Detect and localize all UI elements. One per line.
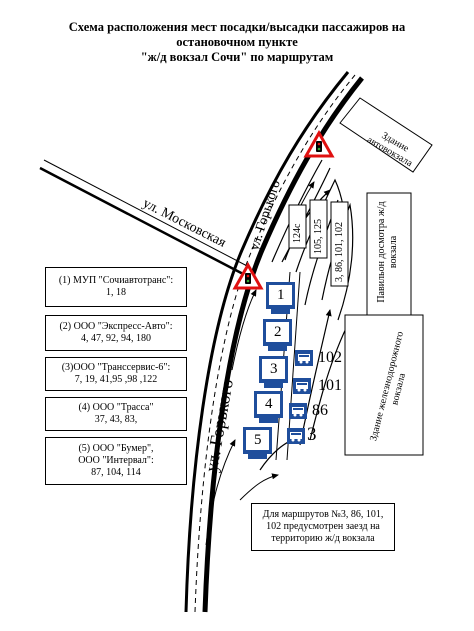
moskovskaya-street	[39, 159, 252, 278]
bus-icon	[295, 350, 313, 366]
carrier-box-3: (3)ООО "Транссервис-6": 7, 19, 41,95 ,98…	[45, 357, 187, 391]
side-bus-icons	[287, 350, 313, 444]
bus-station-building	[339, 97, 433, 173]
side-route-number: 86	[312, 402, 328, 419]
warning-sign-icon	[303, 129, 335, 158]
stop-marker	[259, 356, 288, 388]
title-line-1: Схема расположения мест посадки/высадки …	[68, 20, 406, 34]
inspection-pavilion	[366, 192, 412, 316]
lane-route-label: 3, 86, 101, 102	[334, 222, 345, 282]
carrier-box-2: (2) ООО "Экспресс-Авто": 4, 47, 92, 94, …	[45, 315, 187, 351]
title-line-3: "ж/д вокзал Сочи" по маршрутам	[140, 50, 334, 64]
lane-route-boxes	[288, 199, 349, 287]
stop-number: 5	[254, 432, 262, 448]
side-route-number: 101	[318, 377, 342, 394]
note-box: Для маршрутов №3, 86, 101, 102 предусмот…	[251, 503, 395, 551]
bus-icon	[287, 428, 305, 444]
lane-route-label: 105, 125	[313, 219, 324, 254]
map-title: Схема расположения мест посадки/высадки …	[0, 20, 474, 65]
side-route-number: 3	[307, 424, 317, 445]
stop-number: 4	[265, 396, 273, 412]
warning-sign-icon	[232, 261, 264, 290]
stop-marker	[243, 427, 272, 459]
stop-number: 2	[274, 324, 282, 340]
carrier-box-1: (1) МУП "Сочиавтотранс": 1, 18	[45, 267, 187, 307]
stop-marker	[254, 391, 283, 423]
carrier-box-5: (5) ООО "Бумер", ООО "Интервал": 87, 104…	[45, 437, 187, 485]
railway-station-building	[344, 314, 424, 456]
stop-number: 1	[277, 287, 285, 303]
stops	[243, 282, 295, 459]
bus-icon	[293, 378, 311, 394]
stop-number: 3	[270, 361, 278, 377]
inspection-pavilion-label: Павильон досмотра ж/д вокзала	[376, 201, 399, 303]
stop-marker	[266, 282, 295, 314]
stop-marker	[263, 319, 292, 351]
lane-route-label: 124с	[292, 223, 303, 243]
bus-icon	[289, 403, 307, 419]
carrier-box-4: (4) ООО "Трасса" 37, 43, 83,	[45, 397, 187, 431]
title-line-2: остановочном пункте	[176, 35, 298, 49]
side-route-number: 102	[318, 349, 342, 366]
